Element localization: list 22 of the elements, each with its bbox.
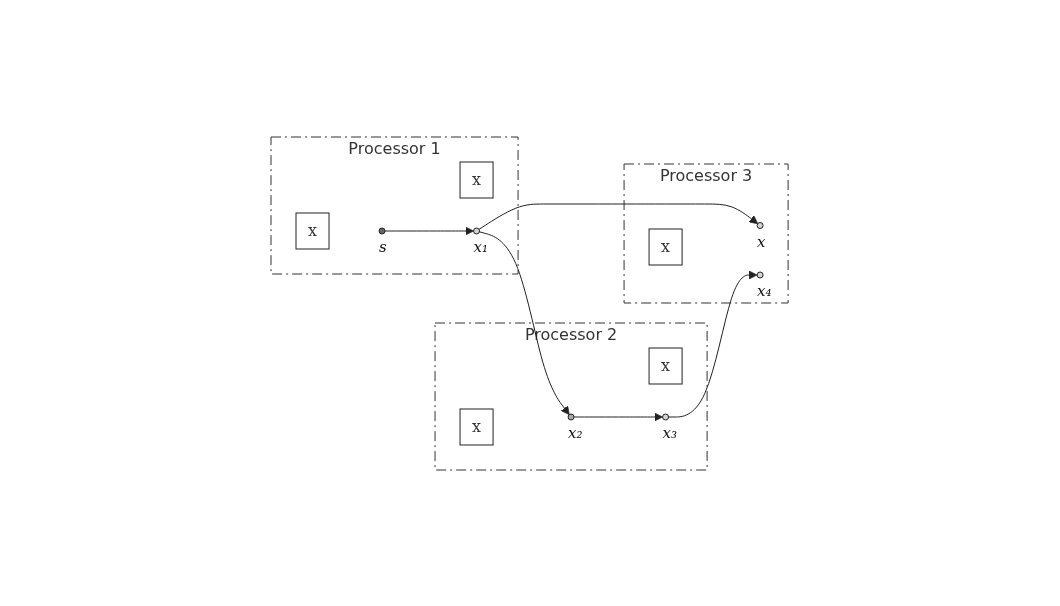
arrow	[385, 226, 475, 235]
node-circle	[473, 227, 481, 234]
node-label: x₃	[663, 423, 678, 442]
node-box: x	[295, 212, 330, 249]
node-circle	[757, 271, 765, 278]
node-circle	[379, 227, 386, 234]
node-box: x	[460, 408, 494, 445]
node-circle	[757, 221, 765, 229]
node-label: s	[379, 237, 388, 256]
arrow	[574, 412, 664, 421]
node-box: x	[649, 347, 684, 384]
node-box: x	[460, 161, 494, 198]
node-label: x₁	[474, 237, 489, 256]
node-circle	[568, 413, 575, 420]
node-box: x	[649, 228, 684, 265]
arrow	[668, 270, 758, 417]
node-circle	[662, 413, 670, 420]
arrow	[479, 203, 759, 230]
node-label: x	[757, 232, 766, 250]
node-label: x₂	[568, 423, 583, 442]
arrow	[479, 230, 571, 415]
node-label: x₄	[757, 281, 773, 300]
